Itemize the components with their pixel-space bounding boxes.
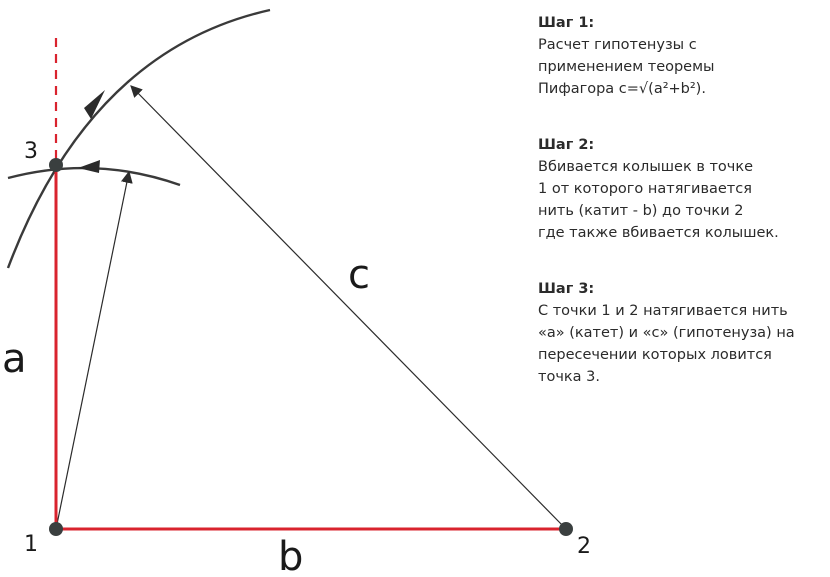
leg-a-guide-line — [55, 170, 133, 530]
side-a-label: a — [2, 336, 27, 382]
point-1-label: 1 — [24, 532, 38, 557]
step-text-line: пересечении которых ловится — [538, 347, 772, 363]
arc-arrow-icon — [78, 160, 100, 173]
step-text-line: нить (катит - b) до точки 2 — [538, 203, 744, 219]
point-3-label: 3 — [24, 139, 38, 164]
step-text-line: «а» (катет) и «с» (гипотенуза) на — [538, 325, 795, 341]
step-title: Шаг 3: — [538, 281, 595, 297]
step-title: Шаг 2: — [538, 137, 595, 153]
hypotenuse-guide-line — [130, 85, 567, 530]
step-3: Шаг 3: С точки 1 и 2 натягивается нить «… — [538, 278, 823, 388]
step-text-line: применением теоремы — [538, 59, 715, 75]
step-2: Шаг 2: Вбивается колышек в точке 1 от ко… — [538, 134, 823, 244]
point-1-marker — [49, 522, 63, 536]
step-text-line: С точки 1 и 2 натягивается нить — [538, 303, 788, 319]
side-b-label: b — [278, 534, 303, 577]
step-text-line: где также вбивается колышек. — [538, 225, 779, 241]
step-title: Шаг 1: — [538, 15, 595, 31]
step-text-line: 1 от которого натягивается — [538, 181, 752, 197]
step-text-line: точка 3. — [538, 369, 600, 385]
point-2-marker — [559, 522, 573, 536]
step-text-line: Вбивается колышек в точке — [538, 159, 754, 175]
steps-panel: Шаг 1: Расчет гипотенузы с применением т… — [538, 12, 823, 414]
hypotenuse-arc — [6, 8, 271, 269]
step-text-line: Расчет гипотенузы с — [538, 37, 697, 53]
step-1: Шаг 1: Расчет гипотенузы с применением т… — [538, 12, 823, 100]
point-3-marker — [49, 158, 63, 172]
arc-arrow-icon — [84, 90, 105, 119]
point-2-label: 2 — [577, 534, 591, 559]
side-c-label: c — [348, 252, 370, 298]
step-text-line: Пифагора с=√(a²+b²). — [538, 81, 706, 97]
